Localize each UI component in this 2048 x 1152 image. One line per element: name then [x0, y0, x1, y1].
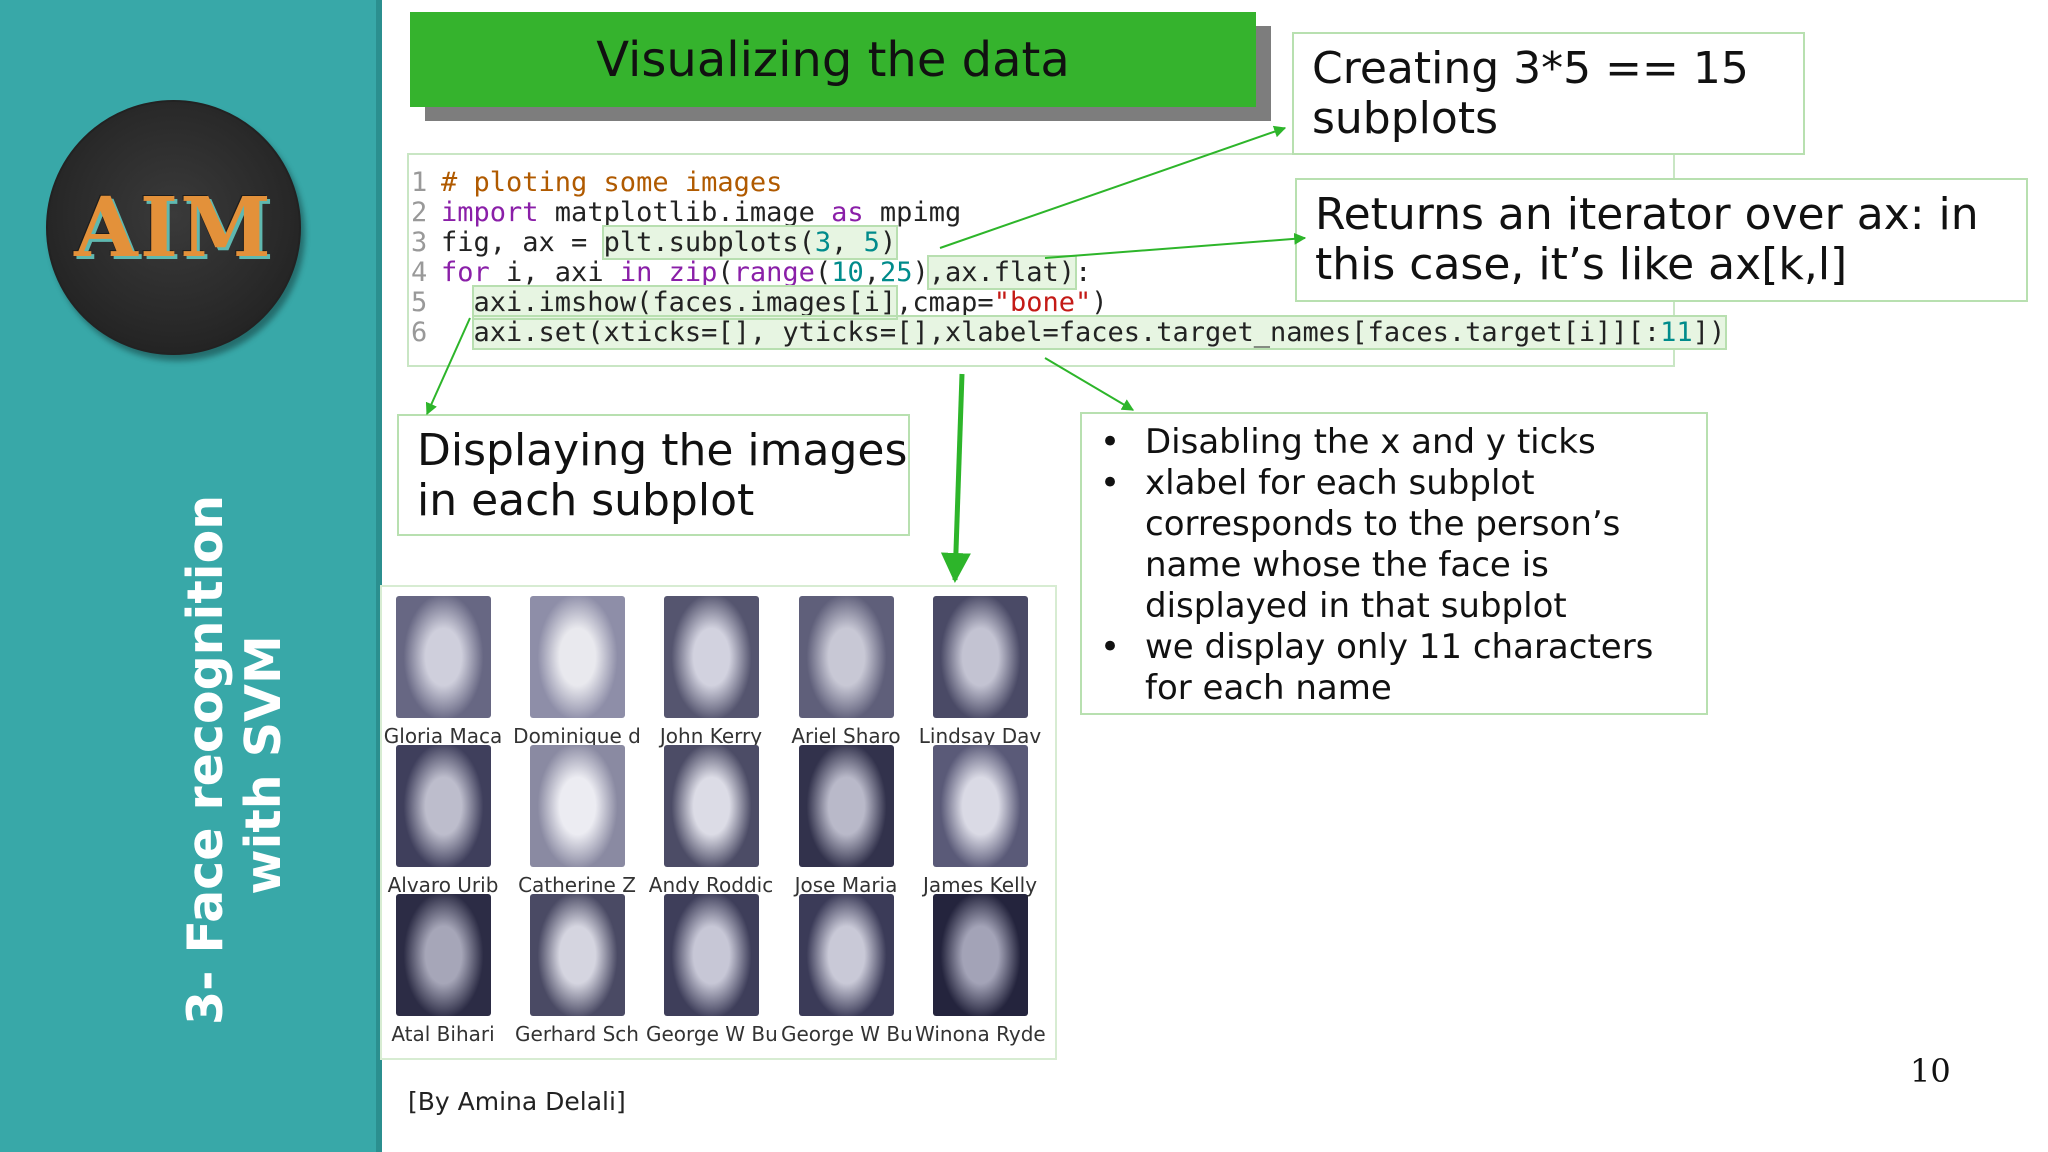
line-number: 2	[411, 197, 428, 228]
face-label: Ariel Sharo	[791, 724, 901, 748]
code-text: ,	[863, 257, 880, 288]
code-comment: # ploting some images	[441, 167, 783, 198]
bullet-list: Disabling the x and y ticks xlabel for e…	[1100, 422, 1696, 709]
face-image	[933, 596, 1028, 718]
code-keyword: for	[441, 257, 490, 288]
face-label: Winona Ryde	[915, 1022, 1045, 1046]
face-label: George W Bu	[646, 1022, 776, 1046]
code-keyword: in	[619, 257, 653, 288]
arrow-to-subplots	[939, 125, 1287, 249]
face-image	[664, 894, 759, 1016]
code-line-6: 6 axi.set(xticks=[], yticks=[],xlabel=fa…	[407, 315, 1728, 350]
face-label: John Kerry	[659, 724, 763, 748]
face-label: Dominique d	[513, 724, 641, 748]
face-label: George W Bu	[781, 1022, 911, 1046]
face-label: Atal Bihari	[391, 1022, 495, 1046]
slide-title: Visualizing the data	[410, 12, 1256, 107]
code-text: plt.subplots(	[603, 227, 815, 258]
code-line-5: 5 axi.imshow(faces.images[i],cmap="bone"…	[407, 285, 1725, 320]
code-text: ,cmap=	[896, 287, 994, 318]
code-text: i, axi	[489, 257, 620, 288]
arrow-to-faces	[940, 373, 971, 583]
face-label: Gloria Maca	[383, 724, 503, 748]
face-image	[530, 894, 625, 1016]
arrow-to-display	[425, 317, 471, 416]
code-number: 10	[831, 257, 864, 288]
code-keyword: as	[831, 197, 864, 228]
callout-display: Displaying the images in each subplot	[397, 414, 910, 536]
callout-subplots: Creating 3*5 == 15 subplots	[1292, 32, 1805, 155]
code-text: ,	[831, 227, 864, 258]
face-image	[530, 596, 625, 718]
code-number: 5	[863, 227, 880, 258]
line-number: 1	[411, 167, 428, 198]
page-number: 10	[1910, 1052, 1951, 1090]
code-text: fig, ax =	[441, 227, 604, 258]
face-label: Gerhard Sch	[515, 1022, 639, 1046]
slide-title-text: Visualizing the data	[596, 31, 1070, 88]
code-string: "bone"	[993, 287, 1092, 318]
byline: [By Amina Delali]	[408, 1087, 626, 1116]
code-number: 11	[1660, 317, 1693, 348]
face-label: James Kelly	[922, 873, 1038, 897]
code-highlight-set: axi.set(xticks=[], yticks=[],xlabel=face…	[471, 315, 1728, 350]
face-image	[530, 745, 625, 867]
face-image	[799, 894, 894, 1016]
code-text: axi.set(xticks=[], yticks=[],xlabel=face…	[473, 317, 1661, 348]
face-image	[664, 596, 759, 718]
code-text: (	[717, 257, 734, 288]
code-text: )	[1091, 287, 1108, 318]
face-image	[933, 894, 1028, 1016]
face-label: Catherine Z	[518, 873, 636, 897]
sidebar-edge	[376, 0, 382, 1152]
code-text: matplotlib.image	[538, 197, 832, 228]
code-text: :	[1075, 257, 1092, 288]
code-text: (	[814, 257, 832, 288]
code-text: mpimg	[863, 197, 962, 228]
code-highlight-flat: ,ax.flat)	[926, 255, 1078, 290]
code-text: ])	[1692, 317, 1726, 348]
line-number: 5	[411, 287, 428, 318]
face-image	[799, 596, 894, 718]
code-lines: 1 # ploting some images 2 import matplotli…	[407, 168, 1728, 350]
bullet-item: we display only 11 characters for each n…	[1100, 627, 1696, 709]
code-highlight-imshow: axi.imshow(faces.images[i]	[471, 285, 899, 320]
code-number: 3	[814, 227, 832, 258]
code-keyword: range	[733, 257, 815, 288]
bullet-item: xlabel for each subplot corresponds to t…	[1100, 463, 1696, 627]
face-image	[396, 894, 491, 1016]
face-image	[396, 596, 491, 718]
code-text: )	[879, 227, 897, 258]
callout-bullets: Disabling the x and y ticks xlabel for e…	[1080, 412, 1708, 715]
code-number: 25	[879, 257, 913, 288]
arrow-to-iterator	[1044, 232, 1307, 259]
face-label: Andy Roddic	[648, 873, 774, 897]
line-number: 6	[411, 317, 428, 348]
arrow-to-bullets	[1044, 357, 1135, 411]
face-image	[396, 745, 491, 867]
face-image	[933, 745, 1028, 867]
aim-logo: AIM	[46, 100, 301, 355]
face-image	[799, 745, 894, 867]
face-image	[664, 745, 759, 867]
code-keyword: zip	[668, 257, 718, 288]
code-keyword: import	[441, 197, 539, 228]
code-highlight-subplots: plt.subplots(3, 5)	[601, 225, 899, 260]
face-label: Alvaro Urib	[387, 873, 499, 897]
code-line-1: 1 # ploting some images	[407, 168, 1725, 198]
code-line-2: 2 import matplotlib.image as mpimg	[407, 198, 1725, 228]
logo-text: AIM	[74, 180, 273, 276]
face-label: Lindsay Dav	[918, 724, 1042, 748]
face-label: Jose Maria	[794, 873, 898, 897]
callout-iterator: Returns an iterator over ax: in this cas…	[1295, 178, 2028, 302]
bullet-item: Disabling the x and y ticks	[1100, 422, 1696, 463]
line-number: 3	[411, 227, 428, 258]
line-number: 4	[411, 257, 428, 288]
code-text: )	[912, 257, 929, 288]
